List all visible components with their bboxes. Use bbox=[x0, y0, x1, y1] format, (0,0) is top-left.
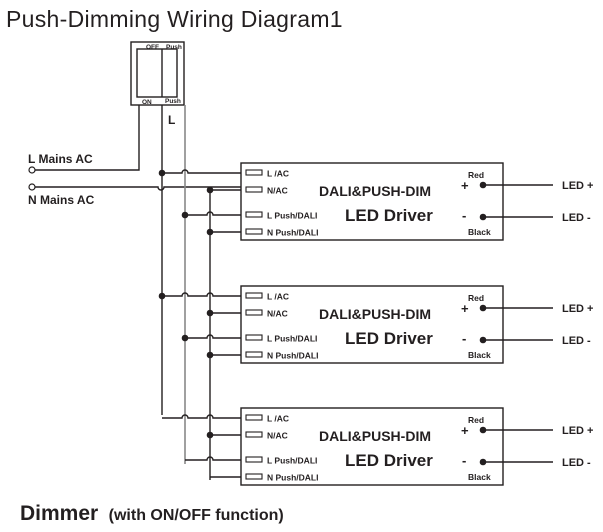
driver-name-line2: LED Driver bbox=[345, 206, 433, 225]
terminal-slot bbox=[245, 292, 263, 299]
l-ac-wire bbox=[162, 169, 241, 174]
terminal-label-1: N/AC bbox=[267, 431, 288, 441]
l-push-wire bbox=[185, 334, 241, 339]
red-label: Red bbox=[468, 293, 484, 303]
plus-sign: + bbox=[461, 178, 469, 193]
black-label: Black bbox=[468, 472, 491, 482]
neutral-junction bbox=[206, 431, 214, 439]
minus-sign: - bbox=[462, 453, 466, 468]
dimmer-switch: OFF Push ON Push L bbox=[130, 41, 185, 127]
terminal-slot bbox=[245, 456, 263, 463]
neutral-junction bbox=[206, 309, 214, 317]
caption-sub: (with ON/OFF function) bbox=[109, 507, 284, 524]
driver-name-line1: DALI&PUSH-DIM bbox=[319, 306, 431, 322]
terminal-label-0: L /AC bbox=[267, 414, 289, 424]
minus-sign: - bbox=[462, 331, 466, 346]
neutral-push-junction bbox=[206, 228, 214, 236]
terminal-label-0: L /AC bbox=[267, 292, 289, 302]
caption-main: Dimmer bbox=[20, 502, 98, 525]
terminal-slot bbox=[245, 186, 263, 193]
l-ac-wire bbox=[162, 414, 241, 419]
l-mains-label: L Mains AC bbox=[28, 152, 93, 166]
switch-l-label: L bbox=[168, 113, 175, 127]
terminal-slot bbox=[245, 431, 263, 438]
terminal-label-1: N/AC bbox=[267, 186, 288, 196]
terminal-label-2: L Push/DALI bbox=[267, 211, 317, 221]
l-mains-wire bbox=[34, 105, 140, 171]
terminal-slot bbox=[245, 351, 263, 358]
terminal-label-2: L Push/DALI bbox=[267, 456, 317, 466]
plus-sign: + bbox=[461, 301, 469, 316]
led-minus-label: LED - bbox=[562, 212, 591, 224]
driver-box bbox=[240, 407, 504, 486]
driver-name-line1: DALI&PUSH-DIM bbox=[319, 428, 431, 444]
neutral-junction bbox=[206, 186, 214, 194]
terminal-slot bbox=[245, 169, 263, 176]
terminal-label-0: L /AC bbox=[267, 169, 289, 179]
led-plus-label: LED + bbox=[562, 425, 593, 437]
red-label: Red bbox=[468, 415, 484, 425]
n-mains-terminal bbox=[28, 183, 36, 191]
terminal-label-3: N Push/DALI bbox=[267, 228, 318, 238]
diagram-title: Push-Dimming Wiring Diagram1 bbox=[6, 6, 343, 32]
black-label: Black bbox=[468, 227, 491, 237]
terminal-slot bbox=[245, 414, 263, 421]
l-ac-wire bbox=[162, 292, 241, 297]
driver-box bbox=[240, 285, 504, 364]
terminal-slot bbox=[245, 228, 263, 235]
driver-name-line2: LED Driver bbox=[345, 451, 433, 470]
terminal-label-3: N Push/DALI bbox=[267, 473, 318, 483]
led-minus-label: LED - bbox=[562, 335, 591, 347]
mains-input: L Mains AC N Mains AC bbox=[28, 105, 241, 207]
live-junction bbox=[158, 292, 166, 300]
terminal-slot bbox=[245, 211, 263, 218]
terminal-slot bbox=[245, 334, 263, 341]
l-mains-terminal bbox=[28, 166, 36, 174]
push-junction bbox=[181, 334, 189, 342]
driver-name-line2: LED Driver bbox=[345, 329, 433, 348]
caption: Dimmer (with ON/OFF function) bbox=[20, 502, 284, 525]
l-push-wire bbox=[185, 211, 241, 216]
terminal-label-1: N/AC bbox=[267, 309, 288, 319]
n-mains-label: N Mains AC bbox=[28, 193, 95, 207]
n-mains-wire bbox=[34, 186, 241, 191]
neutral-push-junction bbox=[206, 351, 214, 359]
switch-on-label: ON bbox=[142, 99, 152, 106]
driver-box bbox=[240, 162, 504, 241]
led-plus-label: LED + bbox=[562, 303, 593, 315]
l-push-wire bbox=[185, 456, 241, 461]
switch-push-bottom-label: Push bbox=[165, 98, 181, 105]
driver-name-line1: DALI&PUSH-DIM bbox=[319, 183, 431, 199]
red-label: Red bbox=[468, 170, 484, 180]
switch-rocker bbox=[136, 48, 178, 98]
switch-off-label: OFF bbox=[146, 44, 159, 51]
led-minus-label: LED - bbox=[562, 457, 591, 469]
minus-sign: - bbox=[462, 208, 466, 223]
plus-sign: + bbox=[461, 423, 469, 438]
terminal-label-3: N Push/DALI bbox=[267, 351, 318, 361]
black-label: Black bbox=[468, 350, 491, 360]
terminal-slot bbox=[245, 309, 263, 316]
push-junction bbox=[181, 211, 189, 219]
switch-push-top-label: Push bbox=[166, 44, 182, 51]
terminal-slot bbox=[245, 473, 263, 480]
live-junction bbox=[158, 169, 166, 177]
terminal-label-2: L Push/DALI bbox=[267, 334, 317, 344]
led-plus-label: LED + bbox=[562, 180, 593, 192]
